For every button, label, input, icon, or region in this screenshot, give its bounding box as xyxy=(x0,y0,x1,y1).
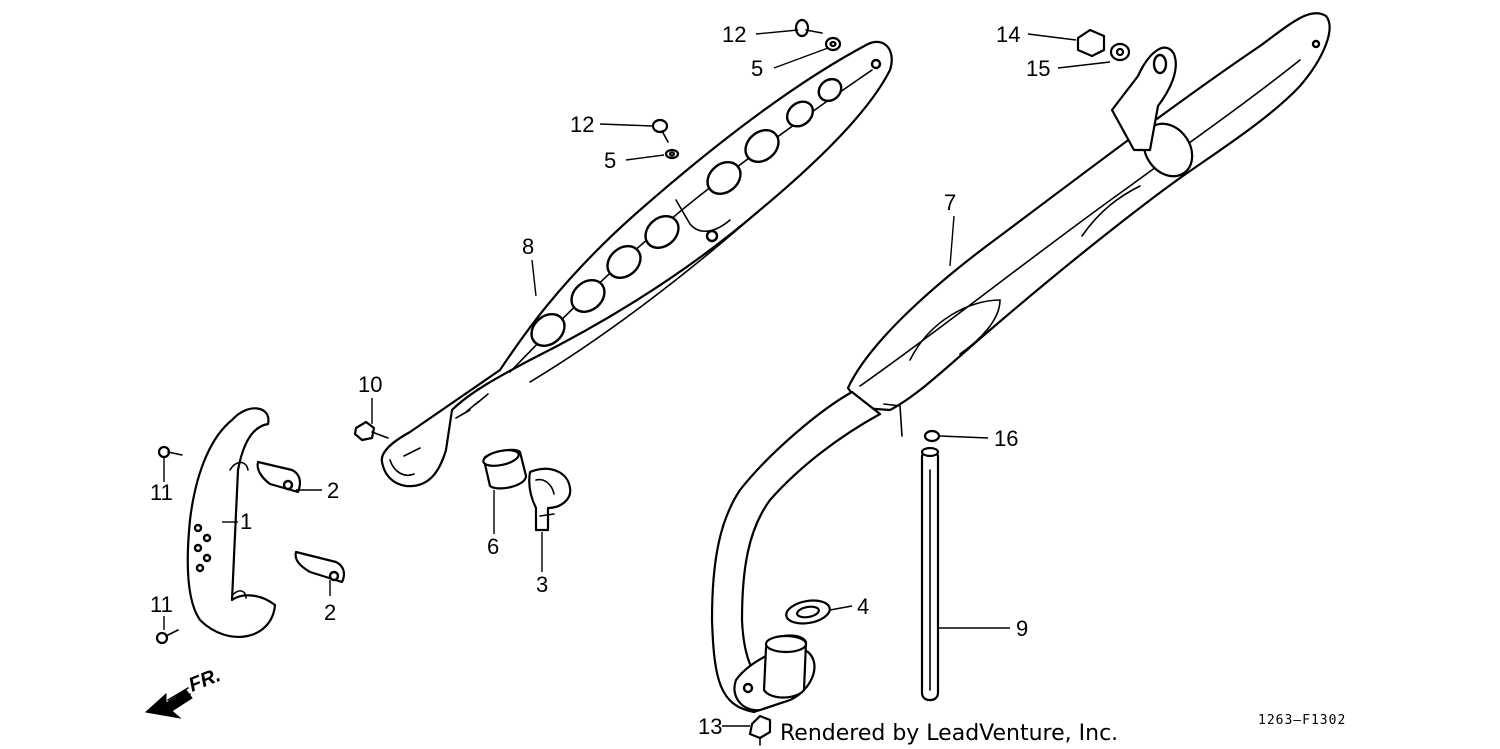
part-3-mount-bracket xyxy=(528,467,572,532)
callout-14: 14 xyxy=(996,22,1020,47)
leader-lines xyxy=(163,29,1111,727)
callout-2-lower: 2 xyxy=(324,600,336,625)
callout-16: 16 xyxy=(994,426,1018,451)
part-12-screw-top xyxy=(794,18,823,38)
callout-4: 4 xyxy=(857,594,869,619)
callout-6: 6 xyxy=(487,534,499,559)
part-10-flange-bolt xyxy=(353,420,389,442)
front-label: FR. xyxy=(186,664,224,696)
part-5-washer-middle xyxy=(664,148,680,160)
callout-1: 1 xyxy=(240,509,252,534)
callout-7: 7 xyxy=(944,190,956,215)
figure-code: 1263—F1302 xyxy=(1258,713,1346,728)
part-2-clamp-lower xyxy=(294,550,346,584)
callout-11-upper: 11 xyxy=(150,480,173,505)
part-5-washer-top xyxy=(824,36,842,52)
front-arrow-icon xyxy=(144,689,193,719)
callout-2-upper: 2 xyxy=(327,478,339,503)
callout-12-middle: 12 xyxy=(570,112,594,137)
callout-11-lower: 11 xyxy=(150,592,173,617)
part-6-collar xyxy=(482,448,528,490)
part-8-muffler-protector xyxy=(380,40,893,488)
callout-13: 13 xyxy=(698,714,722,739)
part-9-drain-tube xyxy=(920,446,940,702)
part-11-screw-upper xyxy=(157,445,183,459)
callout-labels: 1 2 2 3 4 5 5 6 7 8 9 10 11 11 12 12 13 … xyxy=(150,22,1050,739)
callout-12-top: 12 xyxy=(722,22,746,47)
callout-5-middle: 5 xyxy=(604,148,616,173)
render-credit: Rendered by LeadVenture, Inc. xyxy=(780,721,1118,746)
part-16-clip xyxy=(923,429,941,443)
part-2-clamp-upper xyxy=(256,460,302,494)
front-direction-indicator: FR. xyxy=(144,664,224,719)
callout-5-top: 5 xyxy=(751,56,763,81)
callout-3: 3 xyxy=(536,572,548,597)
part-13-bolt xyxy=(748,714,772,746)
part-12-screw-middle xyxy=(651,118,669,143)
part-11-screw-lower xyxy=(155,629,179,645)
part-7-muffler xyxy=(710,12,1331,714)
callout-9: 9 xyxy=(1016,616,1028,641)
part-15-washer xyxy=(1109,42,1131,62)
part-4-gasket xyxy=(785,599,831,625)
callout-8: 8 xyxy=(522,234,534,259)
callout-10: 10 xyxy=(358,372,382,397)
part-14-cap-nut xyxy=(1076,28,1106,58)
exhaust-joint xyxy=(762,634,808,699)
callout-15: 15 xyxy=(1026,56,1050,81)
